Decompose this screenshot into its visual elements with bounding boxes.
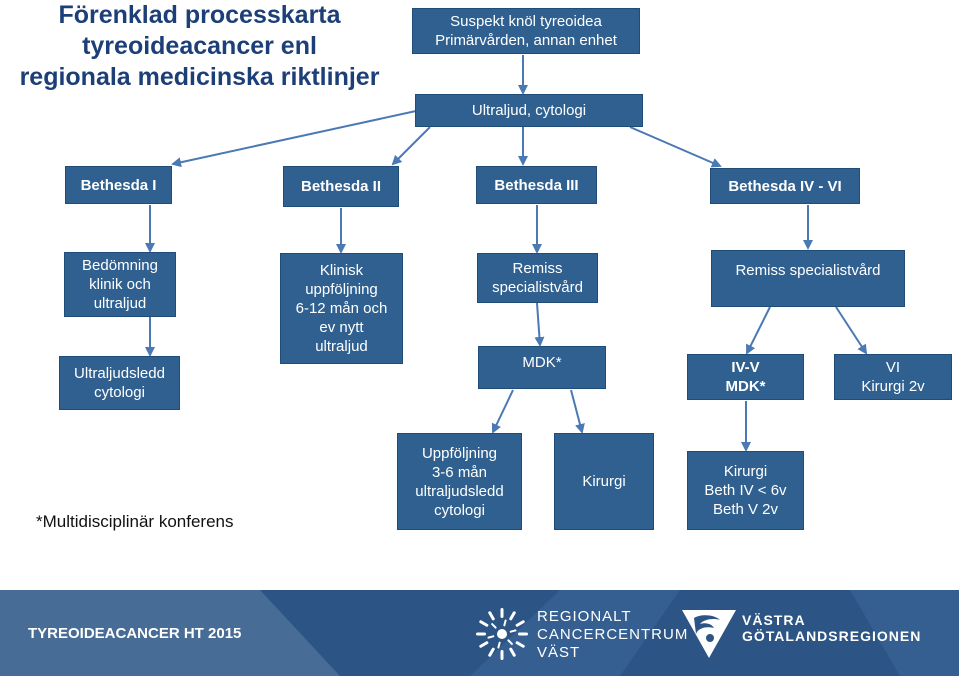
arrow-remiss2-vi [835, 306, 868, 355]
arrow-remiss2-ivv [746, 306, 771, 355]
box-mdk: MDK* [478, 346, 606, 389]
footnote: *Multidisciplinär konferens [36, 512, 234, 531]
box-remiss-specialistvard-2: Remiss specialistvård [711, 250, 905, 307]
box-kirurgi-beth: Kirurgi Beth IV < 6v Beth V 2v [687, 451, 804, 530]
arrow-ultraljud-bethesda4 [629, 126, 722, 168]
vg-logo-icon [682, 610, 736, 658]
arrow-remiss-mdk [534, 302, 545, 347]
box-bethesda-4-6: Bethesda IV - VI [710, 168, 860, 204]
page-title: Förenklad processkarta tyreoideacancer e… [19, 1, 380, 91]
box-ultraljudsledd-cytologi: Ultraljudsledd cytologi [59, 356, 180, 410]
box-bethesda-1: Bethesda I [65, 166, 172, 204]
footer-shading [0, 590, 959, 676]
box-kirurgi: Kirurgi [554, 433, 654, 530]
box-klinisk-uppfoljning: Klinisk uppföljning 6-12 mån och ev nytt… [280, 253, 403, 364]
rcc-logo-icon [476, 608, 528, 660]
box-ultraljud-cytologi: Ultraljud, cytologi [415, 94, 643, 127]
arrow-mdk-uppfoljning [491, 389, 514, 434]
arrow-mdk-kirurgi [570, 389, 585, 434]
box-bethesda-3: Bethesda III [476, 166, 597, 204]
flow-arrows [145, 55, 868, 452]
vg-logo-text: VÄSTRA GÖTALANDSREGIONEN [742, 612, 922, 644]
box-iv-v-mdk: IV-V MDK* [687, 354, 804, 400]
box-uppfoljning: Uppföljning 3-6 mån ultraljudsledd cytol… [397, 433, 522, 530]
rcc-logo-text: REGIONALT CANCERCENTRUM VÄST [537, 608, 689, 661]
box-suspekt: Suspekt knöl tyreoidea Primärvården, ann… [412, 8, 640, 54]
box-bedomning: Bedömning klinik och ultraljud [64, 252, 176, 317]
footer-bar: TYREOIDEACANCER HT 2015 [0, 590, 959, 676]
box-bethesda-2: Bethesda II [283, 166, 399, 207]
arrow-ultraljud-bethesda1 [171, 110, 417, 168]
arrow-ultraljud-bethesda2 [391, 126, 431, 166]
box-remiss-specialistvard-1: Remiss specialistvård [477, 253, 598, 303]
box-vi-kirurgi: VI Kirurgi 2v [834, 354, 952, 400]
footer-title: TYREOIDEACANCER HT 2015 [28, 625, 242, 642]
